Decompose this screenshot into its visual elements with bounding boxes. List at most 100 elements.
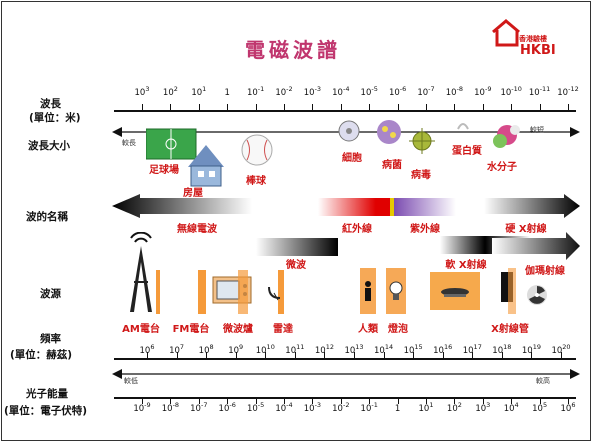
wavelength-tick (568, 104, 569, 110)
frequency-tick-label: 1014 (374, 343, 394, 356)
bacteria-icon (377, 120, 401, 144)
wavelength-scale-line (114, 110, 576, 112)
energy-tick (539, 398, 541, 404)
energy-tick (198, 398, 200, 404)
microwave-oven-label: 微波爐 (223, 324, 253, 335)
bacteria-label: 病菌 (382, 160, 402, 171)
label-frequency: 頻率 (40, 333, 61, 345)
protein-label: 蛋白質 (452, 146, 482, 157)
frequency-tick-label: 1020 (551, 343, 571, 356)
soft-xray-label: 軟 X射線 (445, 260, 487, 271)
fm-band-bar (198, 270, 206, 314)
energy-tick (340, 398, 342, 404)
frequency-tick (561, 352, 562, 358)
radar-dish-icon (268, 286, 281, 301)
human-icon (365, 281, 371, 301)
frequency-tick (294, 352, 296, 358)
frequency-tick-label: 1011 (285, 343, 305, 356)
energy-tick-label: 102 (446, 401, 462, 414)
radar-label: 雷達 (273, 324, 293, 335)
baseball-icon (241, 134, 273, 166)
energy-tick-label: 103 (475, 401, 491, 414)
protein-icon (457, 123, 469, 130)
frequency-tick (147, 352, 148, 358)
frequency-arrow (112, 369, 580, 379)
wavelength-tick-label: 10-9 (474, 85, 492, 98)
energy-tick (568, 398, 569, 404)
ultraviolet-label: 紫外線 (410, 224, 440, 235)
human-label: 人類 (358, 324, 378, 335)
baseball-label: 棒球 (246, 176, 266, 187)
label-wavelength-unit: (單位：米) (29, 112, 81, 124)
size-short-label: 較短 (530, 126, 544, 134)
wavelength-tick-label: 10-12 (557, 85, 579, 98)
wavelength-tick-label: 10-11 (528, 85, 551, 98)
wavelength-tick-label: 10-6 (388, 85, 407, 98)
wavelength-tick-label: 103 (134, 85, 150, 98)
logo-top-text: 香港驗樓 (519, 35, 547, 43)
wavelength-tick (340, 104, 342, 110)
wavelength-tick (454, 104, 456, 110)
football-field-label: 足球場 (149, 165, 179, 176)
size-long-label: 較長 (122, 139, 136, 147)
wavelength-tick-label: 10-8 (445, 85, 464, 98)
wavelength-tick (284, 104, 285, 110)
wavelength-tick (170, 104, 172, 110)
frequency-tick (206, 352, 208, 358)
energy-tick-label: 10-5 (246, 401, 265, 414)
wavelength-tick (482, 104, 484, 110)
microwave-label: 微波 (286, 260, 306, 271)
am-band-bar (156, 270, 160, 314)
frequency-tick (383, 352, 385, 358)
energy-tick-label: 10-7 (190, 401, 208, 414)
wavelength-tick (198, 104, 200, 110)
virus-label: 病毒 (411, 170, 431, 181)
energy-tick-label: 106 (560, 401, 576, 414)
frequency-tick (442, 352, 444, 358)
cell-label: 細胞 (342, 153, 362, 164)
frequency-tick-label: 106 (139, 343, 155, 356)
wavelength-tick-label: 10-2 (275, 85, 293, 98)
wavelength-tick-label: 10-1 (246, 85, 265, 98)
frequency-tick-label: 1012 (314, 343, 334, 356)
energy-tick (426, 398, 427, 404)
frequency-tick (472, 352, 474, 358)
label-wave-source: 波源 (40, 288, 61, 300)
radio-tower-icon (130, 232, 152, 312)
wavelength-tick (369, 104, 371, 110)
wavelength-tick (255, 104, 257, 110)
energy-tick-label: 101 (418, 401, 434, 414)
energy-tick (482, 398, 484, 404)
wavelength-tick-label: 1 (224, 88, 230, 98)
energy-tick (170, 398, 172, 404)
virus-icon (409, 128, 435, 154)
house-label: 房屋 (183, 188, 203, 199)
wavelength-tick (511, 104, 513, 110)
frequency-tick-label: 109 (228, 343, 244, 356)
energy-tick (284, 398, 285, 404)
xray-tube-label: X射線管 (491, 324, 529, 335)
energy-tick-label: 10-6 (218, 401, 236, 414)
logo-house-icon (492, 19, 520, 47)
wavelength-tick (312, 104, 314, 110)
frequency-scale-line (114, 358, 576, 360)
energy-tick-label: 10-1 (360, 401, 378, 414)
cell-icon (338, 120, 360, 142)
frequency-tick-label: 1018 (492, 343, 512, 356)
wavelength-tick-label: 10-5 (360, 85, 378, 98)
wavelength-tick-label: 102 (162, 85, 178, 98)
frequency-tick (176, 352, 178, 358)
wavelength-tick-label: 10-10 (500, 85, 522, 98)
energy-tick (397, 398, 399, 404)
xray-band-bar (508, 268, 516, 314)
football-field-icon (146, 128, 224, 187)
light-bulb-icon (389, 281, 403, 300)
energy-tick (227, 398, 229, 404)
label-wave-name: 波的名稱 (26, 211, 68, 223)
energy-tick-label: 10-2 (332, 401, 350, 414)
frequency-tick-label: 1019 (521, 343, 541, 356)
label-frequency-unit: (單位：赫茲) (10, 349, 73, 361)
frequency-tick (265, 352, 267, 358)
energy-tick (369, 398, 371, 404)
